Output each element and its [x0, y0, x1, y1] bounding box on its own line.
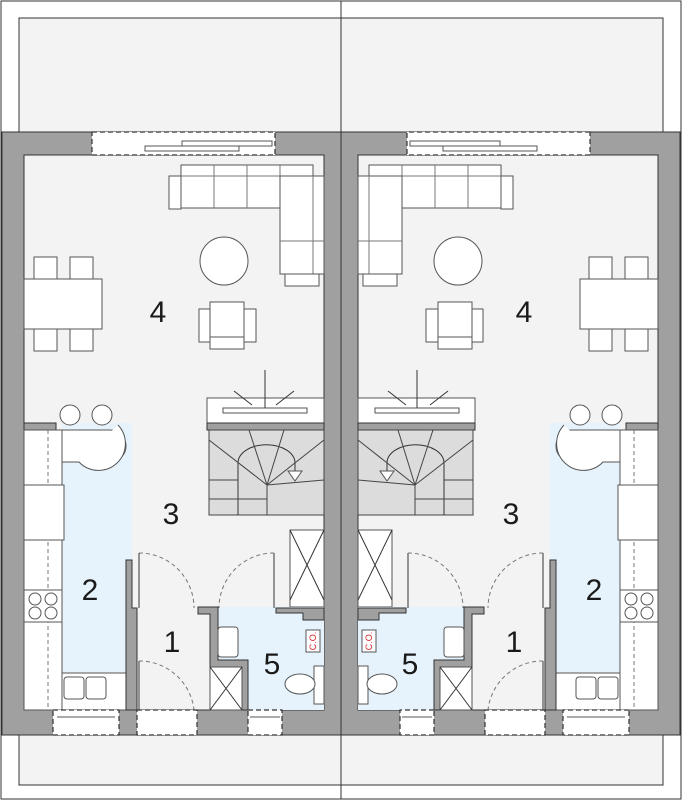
room-label-hall: 3	[503, 498, 520, 531]
room-label-wc: 5	[402, 648, 419, 681]
unit-right	[340, 0, 682, 800]
room-label-hall: 3	[163, 498, 180, 531]
room-label-vestibule: 1	[164, 626, 181, 659]
room-label-kitchen: 2	[586, 574, 603, 607]
room-label-vestibule: 1	[506, 626, 523, 659]
boiler-label: C.O.	[308, 632, 318, 651]
room-label-kitchen: 2	[82, 574, 99, 607]
boiler-label: C.O.	[364, 632, 374, 651]
room-label-wc: 5	[264, 648, 281, 681]
room-label-living: 4	[516, 296, 533, 329]
room-label-living: 4	[150, 296, 167, 329]
unit-left	[0, 0, 342, 800]
